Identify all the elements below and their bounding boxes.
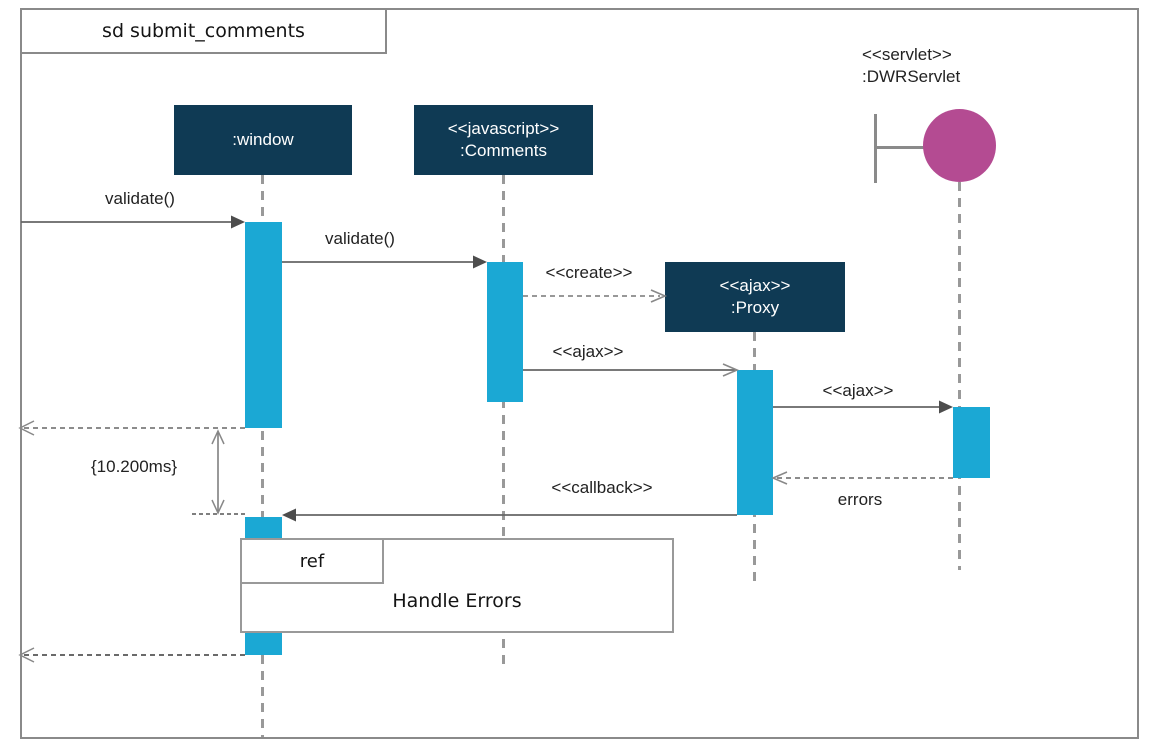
ref-operator-text: ref xyxy=(299,550,325,572)
diagram-frame xyxy=(20,8,1139,739)
message-label-validate1: validate() xyxy=(105,189,175,208)
activation-proxy xyxy=(737,370,773,515)
activation-comments xyxy=(487,262,523,402)
activation-dwrservlet xyxy=(953,407,990,478)
message-label-errors: errors xyxy=(837,490,883,509)
lifeline-head-dwrservlet-label: <<servlet>> :DWRServlet xyxy=(862,44,1032,88)
lifeline-dwrservlet-label: :DWRServlet xyxy=(862,67,961,86)
message-label-ajax1: <<ajax>> xyxy=(552,342,624,361)
lifeline-comments-stereotype: <<javascript>> xyxy=(447,119,560,138)
lifeline-comments-label: :Comments xyxy=(460,141,547,160)
ref-fragment-label: Handle Errors xyxy=(392,590,522,612)
lifeline-head-window: :window xyxy=(174,105,352,175)
boundary-element-icon-hline xyxy=(874,146,924,149)
message-label-create: <<create>> xyxy=(545,263,633,282)
activation-window-1 xyxy=(245,222,282,428)
ref-fragment-operator: ref xyxy=(240,538,384,584)
lifeline-proxy-label: :Proxy xyxy=(730,298,780,317)
lifeline-window-label: :window xyxy=(232,130,294,149)
message-label-callback: <<callback>> xyxy=(551,478,653,497)
lifeline-proxy-stereotype: <<ajax>> xyxy=(719,276,791,295)
boundary-element-icon-circle xyxy=(923,109,996,182)
lifeline-window xyxy=(261,175,264,737)
diagram-title-text: sd submit_comments xyxy=(102,20,305,42)
lifeline-head-proxy: <<ajax>> :Proxy xyxy=(665,262,845,332)
lifeline-dwrservlet xyxy=(958,182,961,570)
lifeline-dwrservlet-stereotype: <<servlet>> xyxy=(862,45,952,64)
lifeline-comments xyxy=(502,175,505,668)
duration-constraint-label: {10.200ms} xyxy=(90,457,177,476)
lifeline-head-comments: <<javascript>> :Comments xyxy=(414,105,593,175)
message-label-validate2: validate() xyxy=(325,229,395,248)
diagram-title: sd submit_comments xyxy=(20,8,387,54)
message-label-ajax2: <<ajax>> xyxy=(822,381,894,400)
